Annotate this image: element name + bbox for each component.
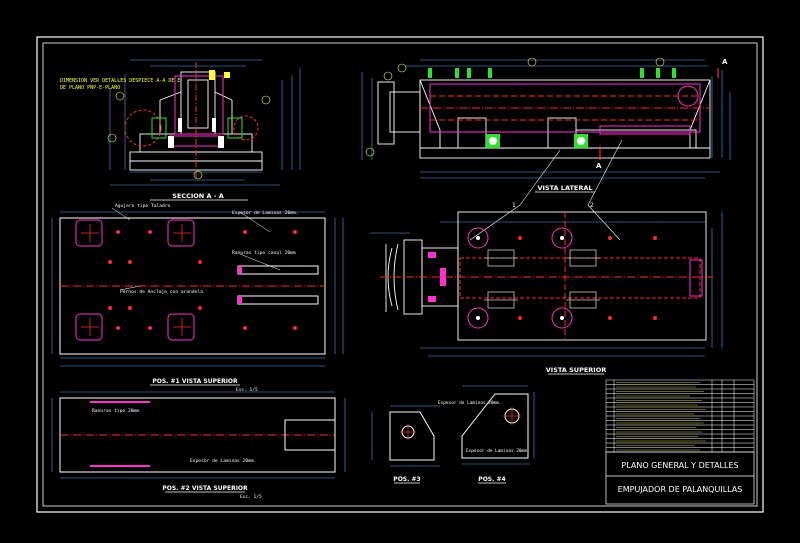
balloon-2: 2 <box>590 202 594 209</box>
lateral-view: A A VISTA LATERAL <box>361 57 731 193</box>
pos2-label: POS. #2 VISTA SUPERIOR <box>162 485 248 492</box>
superior-view-label: VISTA SUPERIOR <box>546 366 606 374</box>
title-block: PLANO GENERAL Y DETALLES EMPUJADOR DE PA… <box>605 379 755 505</box>
sheet-frame <box>36 36 764 513</box>
pos1-note-thickness: Espesor de Laminas 20mm. <box>232 210 298 216</box>
pos4-label: POS. #4 <box>478 476 505 483</box>
section-marker-bottom: A <box>596 162 602 170</box>
superior-view: VISTA SUPERIOR <box>370 211 723 375</box>
pos2-note-thickness: Espesor de Laminas 20mm. <box>190 458 256 464</box>
pos4-note-2: Espesor de Laminas 20mm. <box>466 448 529 454</box>
parts-list-table <box>605 379 755 453</box>
pos2-view: Ranuras tipo 20mm Espesor de Laminas 20m… <box>51 391 346 500</box>
section-aa-note-2: DE PLANO PNP-E-PLANO <box>60 85 120 91</box>
section-aa-view: DIMENSION VER DETALLES DESPIECE A-A DE E… <box>60 59 301 201</box>
pos3-view: POS. #3 <box>371 405 440 484</box>
drawing-subtitle: EMPUJADOR DE PALANQUILLAS <box>618 485 743 494</box>
section-aa-label: SECCION A - A <box>172 192 224 200</box>
pos4-note-1: Espesor de Laminas 20mm. <box>438 400 501 406</box>
pos1-note-bolts: Pernos de Anclaje con arandela <box>120 289 203 295</box>
pos4-view: Espesor de Laminas 20mm. Espesor de Lami… <box>438 385 535 484</box>
pos2-scale: Esc. 1/5 <box>240 494 262 500</box>
pos1-view: Agujero tipo Taladro Espesor de Laminas … <box>51 203 344 393</box>
balloon-1: 1 <box>512 202 516 209</box>
section-aa-note-1: DIMENSION VER DETALLES DESPIECE A-A DE E <box>60 78 180 84</box>
section-marker-top: A <box>722 58 728 66</box>
pos3-label: POS. #3 <box>393 476 420 483</box>
lateral-view-label: VISTA LATERAL <box>537 184 592 192</box>
pos1-label: POS. #1 VISTA SUPERIOR <box>152 378 238 385</box>
pos1-note-hole: Agujero tipo Taladro <box>115 203 171 209</box>
drawing-title: PLANO GENERAL Y DETALLES <box>621 461 738 470</box>
pos2-note-slots: Ranuras tipo 20mm <box>92 408 139 414</box>
pos1-note-slots: Ranuras tipo canal 20mm <box>232 250 296 256</box>
pos1-scale: Esc. 1/5 <box>236 387 258 393</box>
balloons: 1 2 <box>469 139 623 241</box>
